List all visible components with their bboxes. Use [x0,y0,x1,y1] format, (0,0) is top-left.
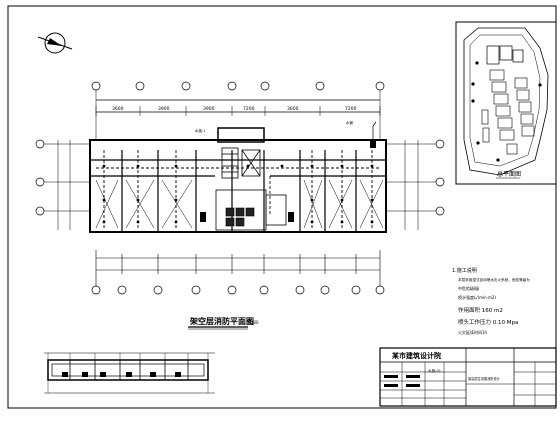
dimension-label: 3600 [112,106,124,112]
axis-bubbles-top [91,81,385,91]
site-plan-label: 总平面图 [497,170,521,178]
notes-line: 作用面积 160 m2 [458,306,503,314]
drawing-name: 某高层住宅楼消防设计 [468,376,501,381]
hydrant-cabinets [200,140,376,222]
axis-bubbles-sides [35,139,445,216]
equipment-boxes [225,207,255,227]
dimension-ticks-top [95,106,381,116]
plan-scale: 1:100 [247,320,259,325]
axis-bubbles-bottom [91,285,385,295]
dimension-label: 3900 [203,106,215,112]
stair-core [221,147,261,179]
pipe-note: 水施-1 [195,128,206,133]
sprinkler-pipes [95,179,384,229]
notes-line: 中危险级Ⅰ级 [458,285,479,291]
plan-title: 架空层消防平面图 [189,316,254,326]
notes-line: 火灾延续时间1h [458,329,488,335]
site-plan: 总平面图 [455,21,557,185]
dimension-label: 3600 [287,106,299,112]
dimension-label: 7200 [243,106,255,112]
sprinkler-heads [102,164,374,224]
pipe-note: 水管 [346,120,354,125]
drawing-border [7,5,557,409]
company-name: 某市建筑设计院 [391,351,441,360]
dimension-label: 7200 [345,106,357,112]
notes-title: 1.施工说明 [452,267,477,274]
dimension-label: 3900 [158,106,170,112]
notes-line: 本层采用湿式自动喷水灭火系统，危险等级为 [458,277,530,282]
floor-plan: 3600 3900 3900 7200 3600 7200 [35,81,445,330]
title-block [379,347,557,407]
north-arrow-icon [37,32,73,54]
notes-line: 喷头工作压力 0.10 Mpa [458,318,518,326]
building-outline [89,139,387,233]
room-walls [90,150,386,232]
notes-line: 喷水强度L/(min·m2) [458,294,496,300]
key-plan [44,352,215,394]
design-notes: 1.施工说明 本层采用湿式自动喷水灭火系统，危险等级为 中危险级Ⅰ级 喷水强度L… [452,267,530,335]
drawing-number: 水施-01 [428,368,441,373]
